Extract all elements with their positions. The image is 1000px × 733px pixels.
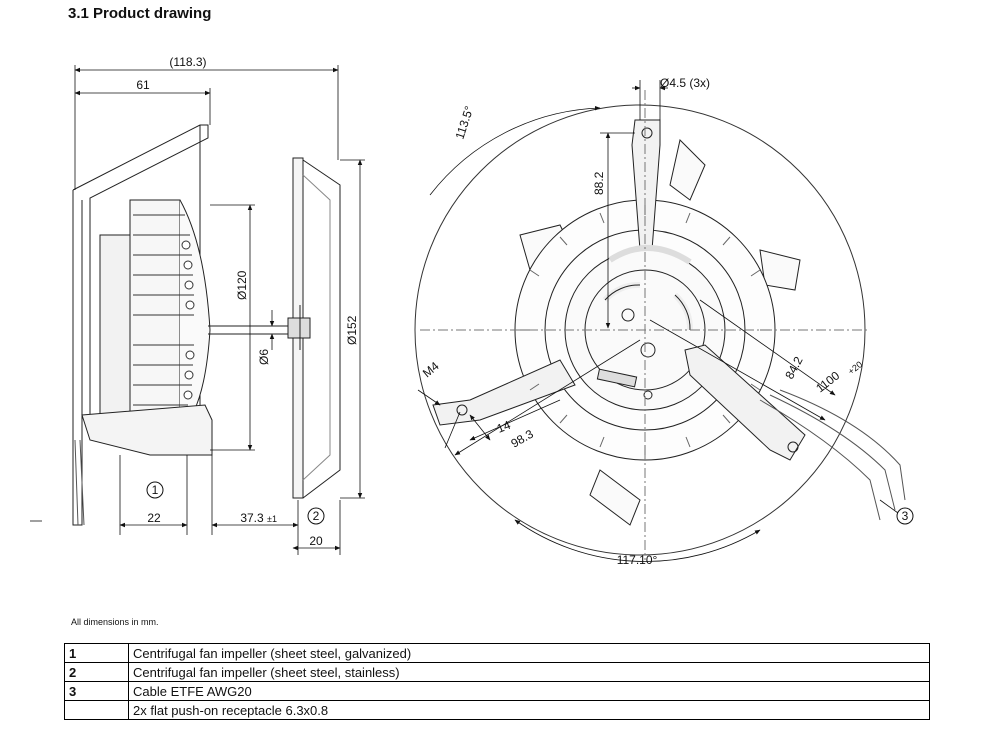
dim-61: 61: [136, 78, 150, 92]
dim-cable-tol: +20: [846, 359, 864, 376]
callout-2: 2: [313, 509, 320, 523]
callout-1: 1: [152, 483, 159, 497]
impeller-blade-ticks: [520, 205, 770, 455]
table-row: 2x flat push-on receptacle 6.3x0.8: [64, 700, 930, 720]
legend-text: Cable ETFE AWG20: [128, 681, 930, 701]
legend-text: Centrifugal fan impeller (sheet steel, s…: [128, 662, 930, 682]
dim-hole: Ø4.5 (3x): [660, 76, 710, 90]
dim-88: 88.2: [592, 171, 606, 195]
table-row: 2 Centrifugal fan impeller (sheet steel,…: [64, 662, 930, 682]
dimension-note: All dimensions in mm.: [71, 617, 159, 627]
dim-m4: M4: [420, 359, 442, 381]
dim-angle1: 113.5°: [453, 104, 477, 141]
dim-37: 37.3: [240, 511, 264, 525]
callout-3: 3: [902, 509, 909, 523]
section-title: 3.1 Product drawing: [68, 5, 212, 22]
dim-6: Ø6: [257, 349, 271, 365]
legend-num: 3: [64, 681, 129, 701]
legend-num: 2: [64, 662, 129, 682]
dim-22: 22: [147, 511, 161, 525]
legend-text: Centrifugal fan impeller (sheet steel, g…: [128, 643, 930, 663]
dim-120: Ø120: [235, 270, 249, 300]
dim-overall-width: (118.3): [169, 55, 206, 69]
table-row: 1 Centrifugal fan impeller (sheet steel,…: [64, 643, 930, 663]
legend-num: 1: [64, 643, 129, 663]
dim-angle2: 117.10°: [617, 553, 658, 567]
product-drawing: (118.3) 61 Ø120 Ø6 Ø152 22 37.3 ±1 20 1 …: [30, 55, 914, 567]
dim-152: Ø152: [345, 315, 359, 345]
dim-20: 20: [309, 534, 323, 548]
dim-cable-len: 1100: [813, 368, 842, 395]
side-view-1: [72, 124, 300, 526]
side-view-2: [287, 157, 341, 499]
dim-98: 98.3: [509, 427, 537, 451]
legend-text: 2x flat push-on receptacle 6.3x0.8: [128, 700, 930, 720]
legend-table: 1 Centrifugal fan impeller (sheet steel,…: [64, 643, 930, 720]
dim-14: 14: [495, 418, 513, 436]
table-row: 3 Cable ETFE AWG20: [64, 681, 930, 701]
front-view: [414, 90, 906, 560]
dim-37-tol: ±1: [267, 514, 277, 524]
dim-84: 84.2: [782, 354, 805, 381]
legend-num: [64, 700, 129, 720]
